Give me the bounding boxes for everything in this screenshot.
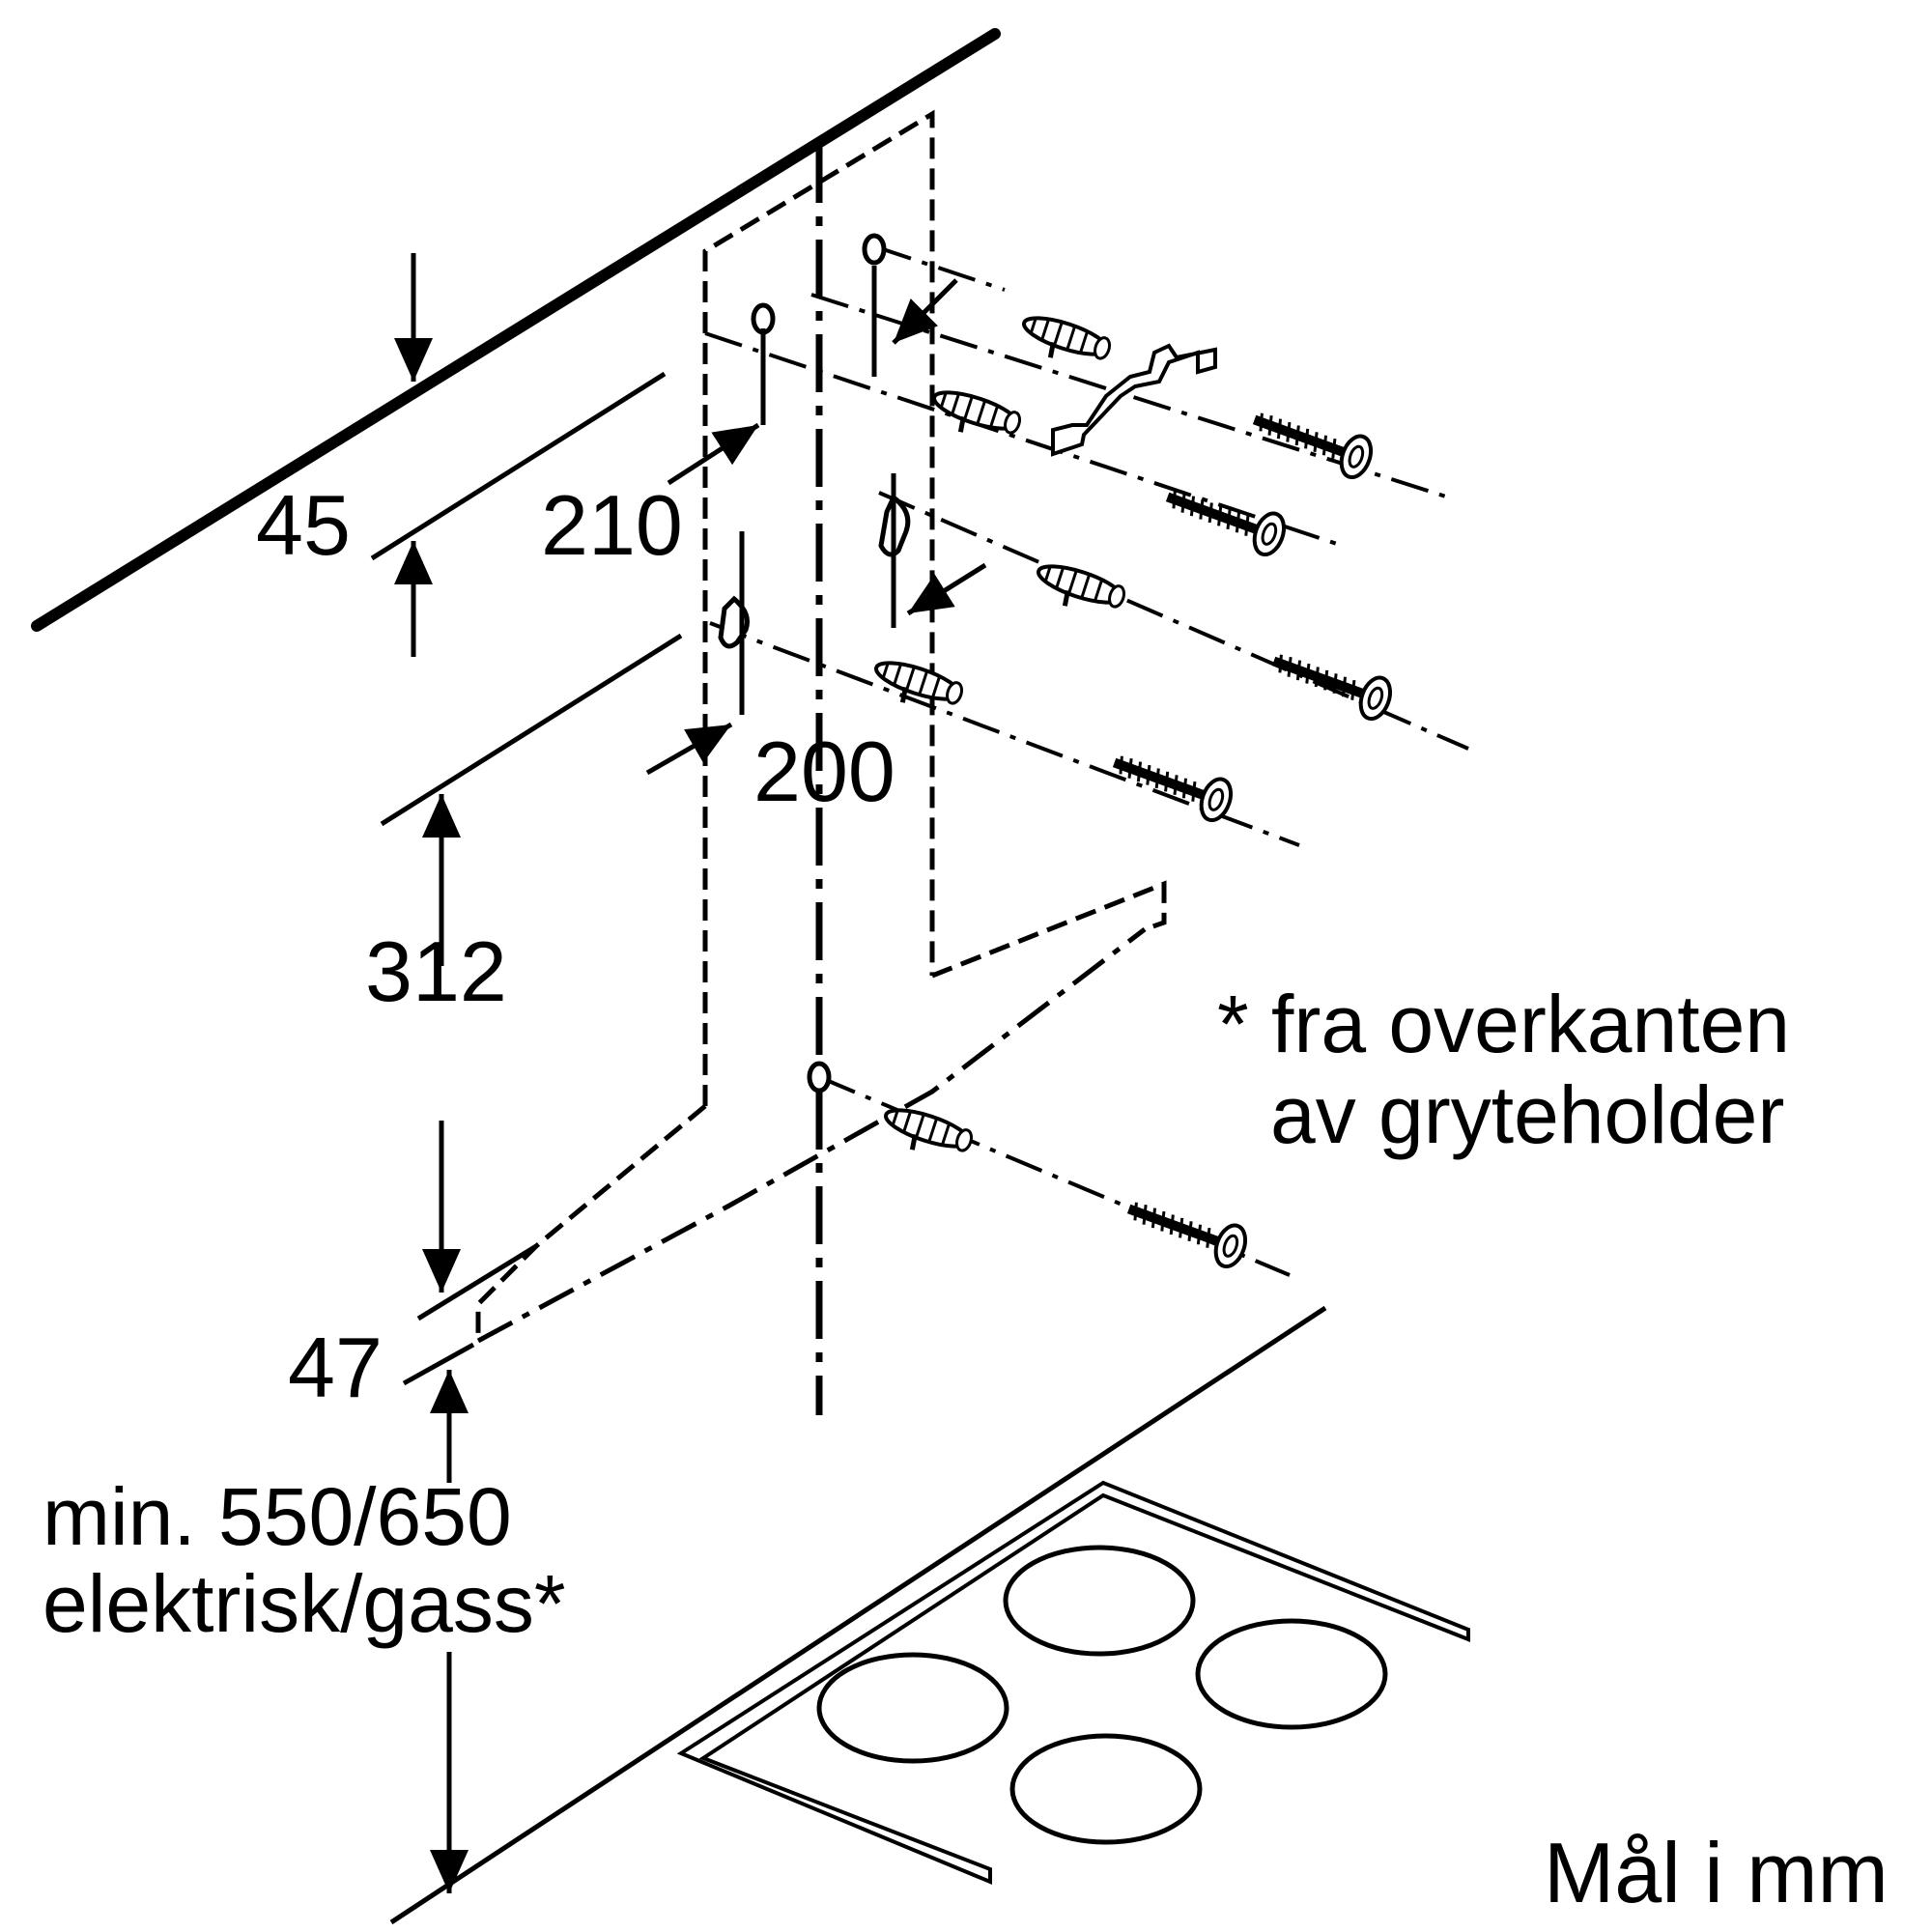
ceiling-line <box>31 28 1001 632</box>
dimension-47: 47 <box>288 1320 383 1415</box>
mounting-bracket <box>1051 343 1217 457</box>
clearance-label-line1: min. 550/650 <box>43 1471 512 1562</box>
dimension-extension-lines <box>370 266 896 1386</box>
dimension-45: 45 <box>256 477 351 573</box>
clearance-label-line2: elektrisk/gass* <box>43 1558 566 1649</box>
units-label: Mål i mm <box>1544 1825 1889 1920</box>
hood-canopy-outline <box>475 927 1147 1344</box>
hob-illustration <box>389 1305 1470 1925</box>
dimension-200: 200 <box>753 724 895 819</box>
footnote-line1: * fra overkanten <box>1217 979 1791 1069</box>
footnote-line2: av gryteholder <box>1270 1069 1785 1160</box>
dimension-arrows <box>394 253 987 1893</box>
dimension-210: 210 <box>541 477 683 573</box>
chimney-outline <box>702 109 1167 1106</box>
dimension-312: 312 <box>365 923 507 1019</box>
wall-plugs <box>868 311 1127 1167</box>
